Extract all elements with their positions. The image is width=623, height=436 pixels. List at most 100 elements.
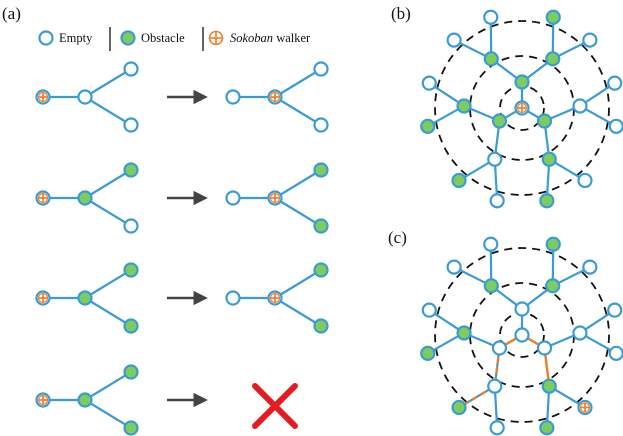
legend-obstacle-icon <box>120 30 136 46</box>
legend-empty-icon <box>38 30 54 46</box>
dashed-shell <box>434 247 610 423</box>
obstacle-node <box>541 151 557 167</box>
empty-node <box>225 89 241 105</box>
edge <box>274 197 322 227</box>
empty-node <box>577 172 593 189</box>
obstacle-node <box>539 420 555 436</box>
walker-node <box>35 392 51 408</box>
obstacle-node <box>451 399 467 416</box>
walker-node <box>267 290 283 306</box>
empty-node <box>572 98 588 114</box>
empty-node <box>607 302 623 318</box>
empty-node <box>446 32 462 48</box>
obstacle-node <box>456 98 472 114</box>
legend-obstacle-label: Obstacle <box>141 31 185 45</box>
empty-node <box>582 259 598 275</box>
empty-node <box>572 325 588 341</box>
obstacle-node <box>491 113 508 129</box>
empty-node <box>536 340 553 356</box>
legend-walker-italic: Sokoban <box>230 31 273 45</box>
walker-node <box>35 190 51 206</box>
forbidden-cross-icon <box>252 383 298 429</box>
obstacle-node <box>456 325 472 341</box>
obstacle-node <box>123 420 139 436</box>
walker-node <box>577 399 593 416</box>
edge <box>84 371 132 401</box>
legend-walker-icon <box>208 30 224 46</box>
legend-empty-label: Empty <box>59 31 93 45</box>
edge <box>84 68 132 98</box>
empty-node <box>483 236 499 252</box>
empty-node <box>225 190 241 206</box>
empty-node <box>489 420 505 436</box>
walker-node <box>35 89 51 105</box>
obstacle-node <box>451 172 467 189</box>
empty-node <box>582 32 598 48</box>
empty-node <box>421 302 437 318</box>
rule-row <box>35 61 329 133</box>
obstacle-node <box>536 113 553 129</box>
empty-node <box>421 75 437 91</box>
obstacle-node <box>420 345 436 361</box>
walker-node <box>35 290 51 306</box>
obstacle-node <box>77 290 93 306</box>
obstacle-node <box>313 218 329 234</box>
empty-node <box>123 218 139 234</box>
empty-node <box>608 118 623 134</box>
empty-node <box>123 61 139 77</box>
legend-walker-rest: walker <box>273 31 311 45</box>
empty-node <box>313 61 329 77</box>
walker-node <box>267 190 283 206</box>
obstacle-node <box>545 51 561 67</box>
obstacle-node <box>545 278 561 294</box>
edge <box>274 96 322 126</box>
edge <box>274 169 322 199</box>
edge <box>84 269 132 299</box>
edge <box>274 269 322 299</box>
edge <box>274 297 322 327</box>
empty-node <box>123 117 139 133</box>
empty-node <box>487 151 503 167</box>
rule-row <box>35 364 298 436</box>
panel-label-a: (a) <box>2 4 21 23</box>
empty-node <box>514 327 530 343</box>
empty-node <box>77 89 93 105</box>
edge <box>84 197 132 227</box>
obstacle-node <box>541 378 557 394</box>
obstacle-node <box>545 236 561 252</box>
obstacle-node <box>123 262 139 278</box>
empty-node <box>313 117 329 133</box>
rules-panel <box>35 61 329 436</box>
obstacle-node <box>123 318 139 334</box>
panel-label-b: (b) <box>391 4 411 23</box>
obstacle-node <box>514 74 530 90</box>
empty-node <box>487 378 503 394</box>
empty-node <box>489 193 505 209</box>
obstacle-node <box>483 278 499 294</box>
empty-node <box>483 9 499 25</box>
edge <box>84 169 132 199</box>
empty-node <box>491 340 508 356</box>
obstacle-node <box>123 162 139 178</box>
edge <box>274 68 322 98</box>
obstacle-node <box>313 318 329 334</box>
obstacle-node <box>77 392 93 408</box>
obstacle-node <box>483 51 499 67</box>
dashed-shell <box>434 20 610 196</box>
obstacle-node <box>77 190 93 206</box>
empty-node <box>514 301 530 317</box>
legend: Empty Obstacle Sokoban walker <box>38 27 311 51</box>
panel-label-c: (c) <box>388 228 407 247</box>
obstacle-node <box>313 162 329 178</box>
rule-row <box>35 162 329 234</box>
network-c <box>420 236 623 436</box>
legend-walker-label: Sokoban walker <box>230 31 311 45</box>
empty-node <box>608 345 623 361</box>
obstacle-node <box>123 364 139 380</box>
edge <box>84 96 132 126</box>
empty-node <box>607 75 623 91</box>
walker-node <box>514 100 530 116</box>
empty-node <box>446 259 462 275</box>
obstacle-node <box>545 9 561 25</box>
